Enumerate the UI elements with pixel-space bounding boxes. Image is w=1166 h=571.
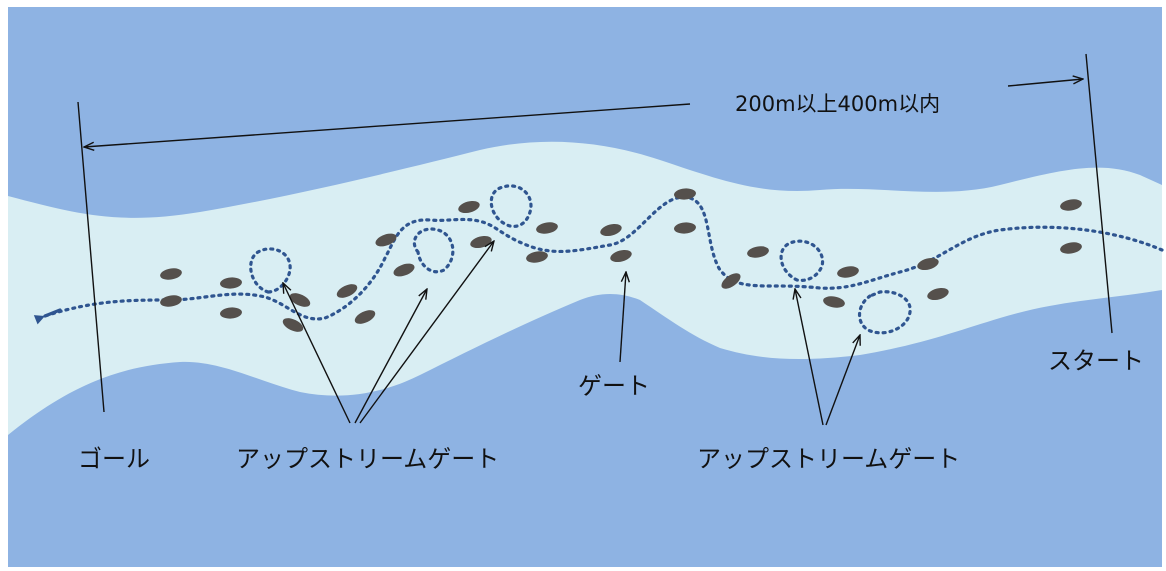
gate-pole: [610, 249, 632, 263]
upstream-loop-1: [249, 247, 292, 294]
gate-pole: [927, 287, 949, 301]
upstream-arrow-1a: [283, 283, 351, 424]
course-line: [33, 184, 1164, 335]
gate-pole: [375, 233, 397, 247]
upstream-loop-5: [858, 290, 912, 335]
gate-pole: [917, 257, 939, 271]
upstream-arrow-1b: [354, 289, 427, 424]
gate-pole: [747, 246, 769, 258]
upstream-arrow-2b: [825, 335, 860, 426]
gate-pole: [393, 263, 415, 277]
river-course: [8, 141, 1162, 435]
start-label: スタート: [1048, 347, 1144, 375]
gate-pole: [220, 307, 242, 319]
gate-pole: [1060, 242, 1082, 254]
gate-pole: [289, 293, 311, 307]
gate-pole: [823, 296, 845, 308]
gate-pole: [600, 223, 622, 237]
distance-label: 200m以上400m以内: [735, 92, 941, 116]
gate-label: ゲート: [578, 372, 650, 400]
gate-pole: [282, 318, 304, 332]
gate-pole: [336, 284, 358, 298]
gate-pole: [458, 200, 480, 214]
gate-pole: [526, 251, 548, 263]
upstream-loop-3: [489, 184, 533, 228]
gate-pole: [160, 295, 182, 307]
gate-pole: [220, 277, 242, 289]
start-boundary-line: [1085, 53, 1113, 334]
gate-pole: [837, 266, 859, 278]
goal-boundary-line: [77, 101, 105, 413]
gate-pole: [1060, 199, 1082, 211]
upstream-loop-2: [412, 227, 455, 274]
gate-arrow: [619, 272, 626, 363]
gates: [160, 188, 1082, 332]
gate-pole: [721, 273, 741, 289]
goal-label: ゴール: [78, 445, 150, 473]
upstream-arrow-1c: [359, 241, 494, 424]
gate-pole: [160, 268, 182, 280]
distance-arrow-right: [1007, 79, 1083, 87]
course-direction-arrow: [33, 308, 62, 325]
gate-pole: [536, 222, 558, 234]
annotations: [77, 53, 1113, 426]
upstream-loop-4: [779, 239, 825, 282]
gate-pole: [354, 310, 376, 324]
distance-arrow-left: [84, 103, 691, 147]
upstream-gate-label-right: アップストリームゲート: [697, 445, 961, 473]
gate-pole: [674, 188, 696, 200]
gate-pole: [674, 222, 696, 234]
upstream-gate-label-left: アップストリームゲート: [236, 445, 500, 473]
upstream-arrow-2a: [795, 289, 824, 426]
